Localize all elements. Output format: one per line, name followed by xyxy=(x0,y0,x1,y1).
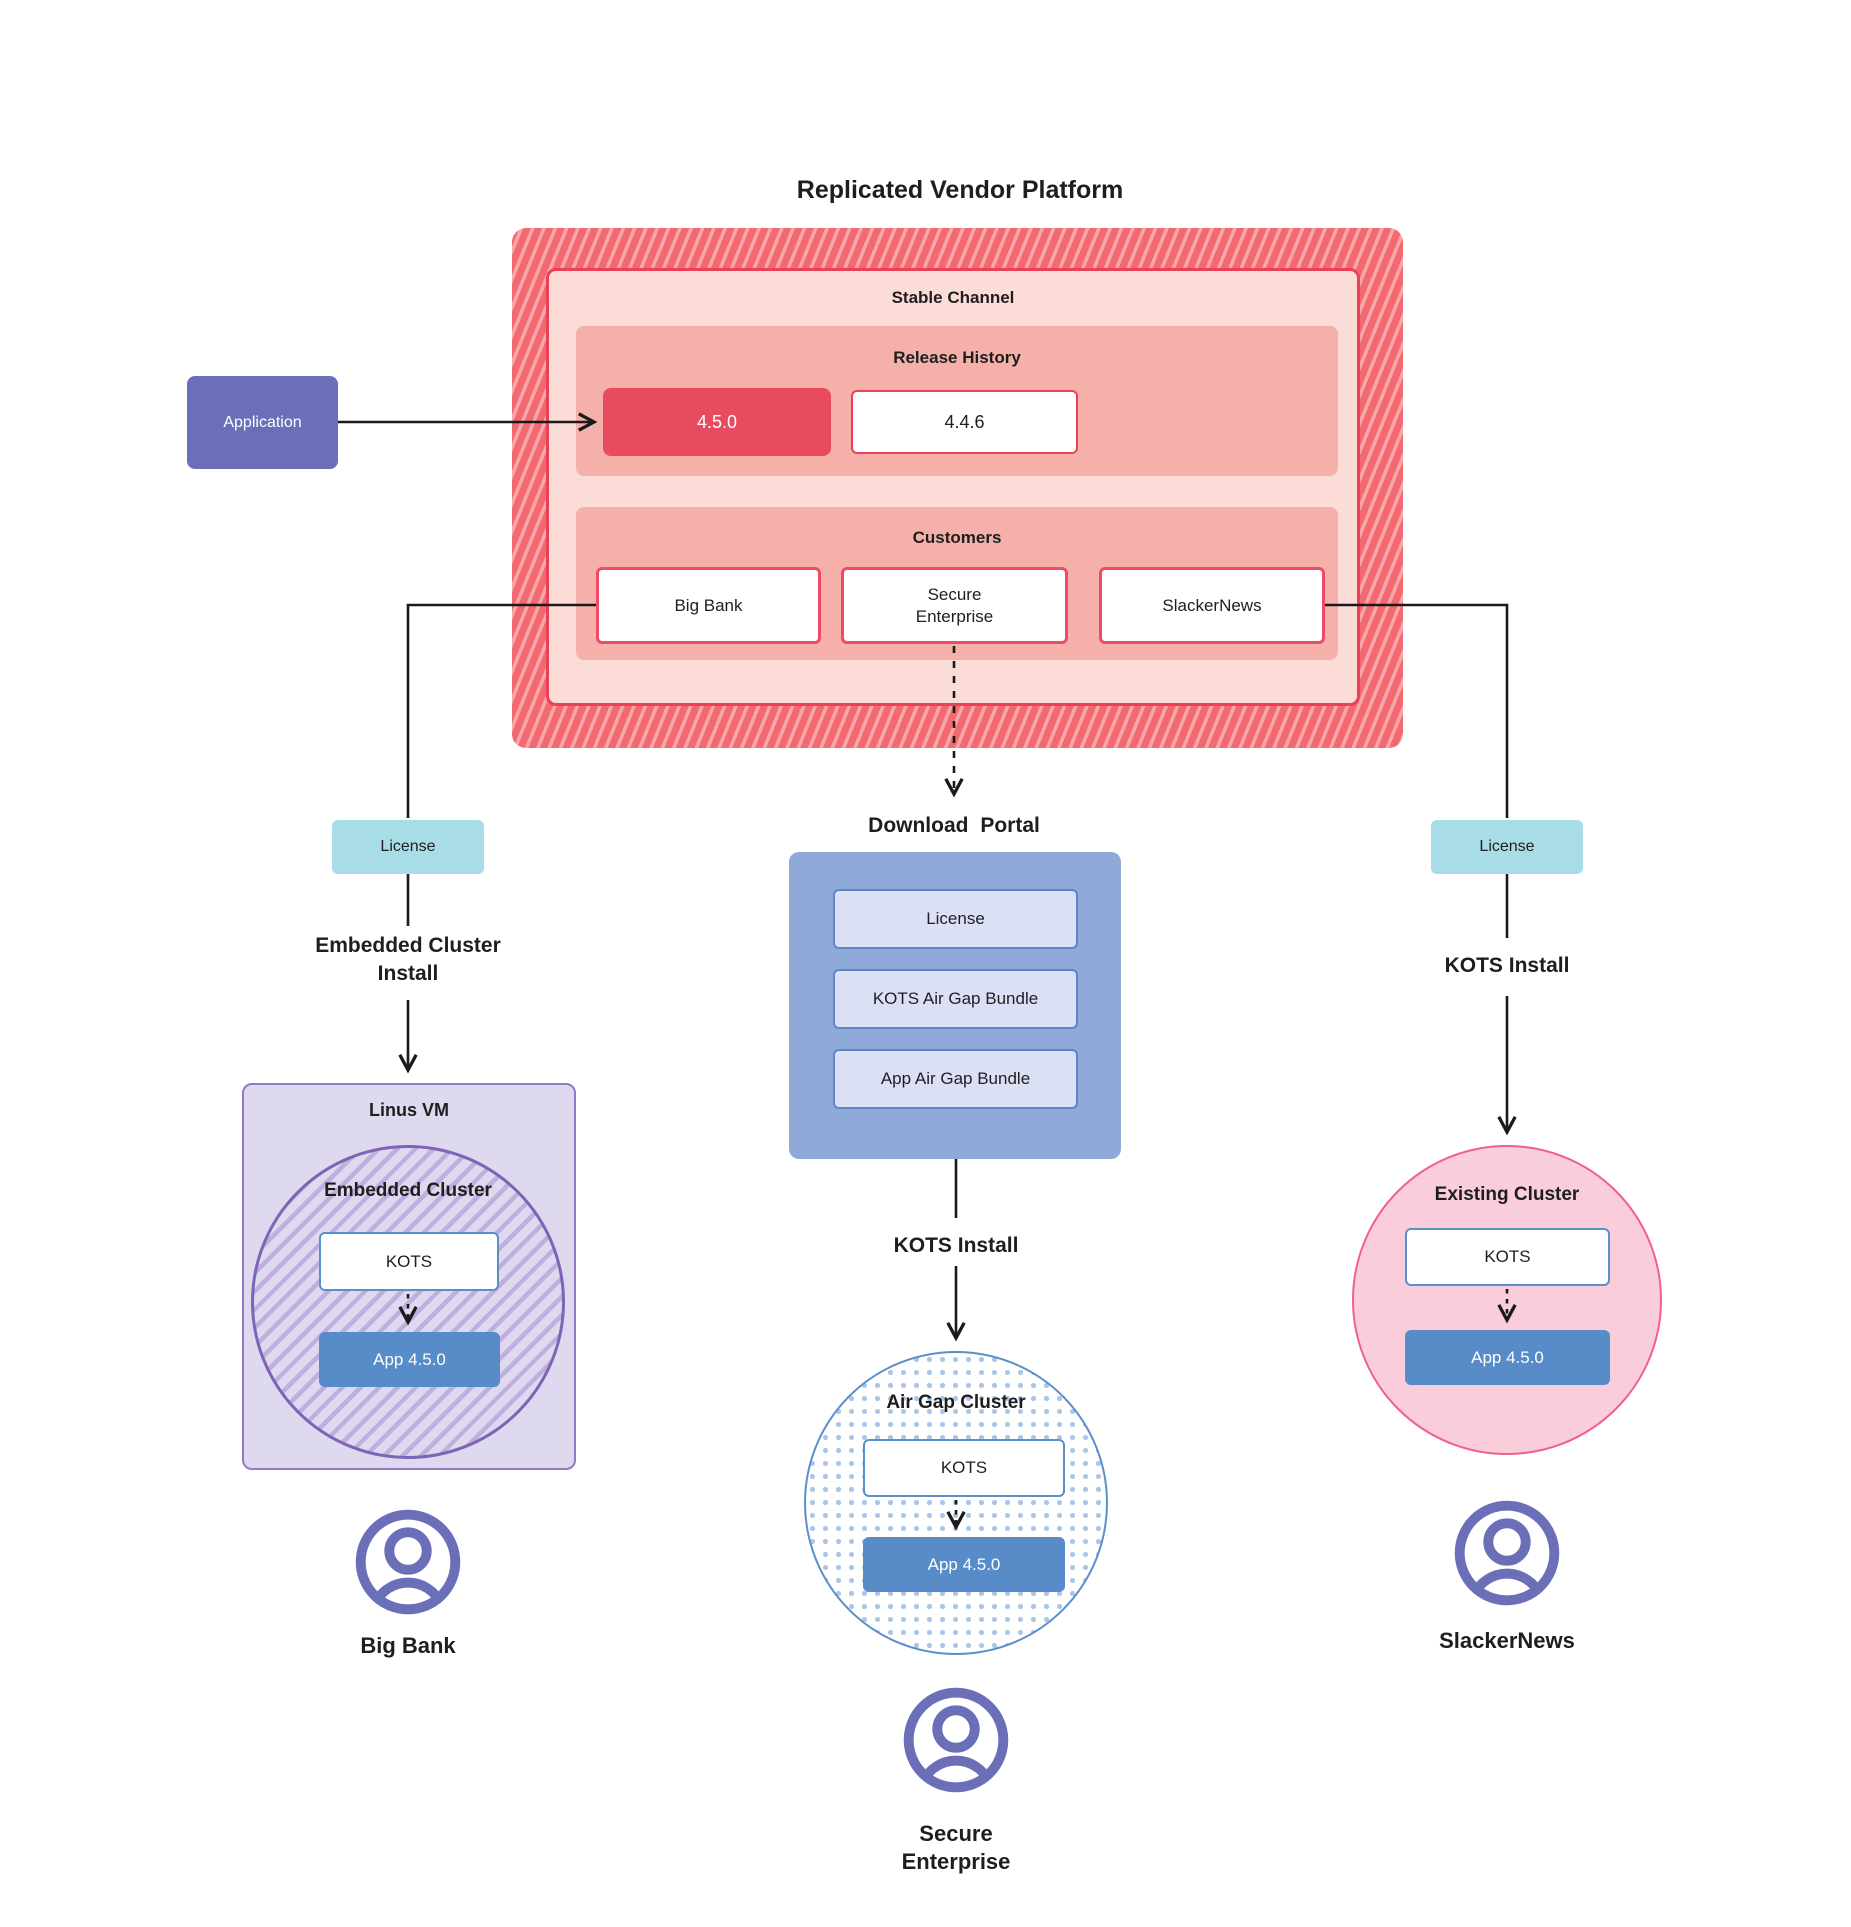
customer-secure-enterprise-label: Secure Enterprise xyxy=(915,584,994,626)
stable-channel-label: Stable Channel xyxy=(891,288,1015,307)
user-icon xyxy=(903,1687,1009,1793)
kots-box-embedded: KOTS xyxy=(319,1232,499,1291)
air-gap-cluster-label: Air Gap Cluster xyxy=(886,1392,1026,1413)
license-tag-slackernews: License xyxy=(1431,820,1583,874)
kots-box-airgap: KOTS xyxy=(863,1439,1065,1497)
user-label-slackernews: SlackerNews xyxy=(1439,1628,1575,1653)
customer-big-bank: Big Bank xyxy=(596,567,821,644)
license-tag-big-bank: License xyxy=(332,820,484,874)
release-history-label: Release History xyxy=(893,348,1021,367)
kots-install-label-right: KOTS Install xyxy=(1444,954,1570,977)
release-4-4-6: 4.4.6 xyxy=(851,390,1078,454)
release-4-5-0: 4.5.0 xyxy=(603,388,831,456)
customer-slackernews: SlackerNews xyxy=(1099,567,1325,644)
page-title: Replicated Vendor Platform xyxy=(796,176,1124,204)
portal-item-license: License xyxy=(833,889,1078,949)
portal-item-kots-bundle: KOTS Air Gap Bundle xyxy=(833,969,1078,1029)
kots-install-label-middle: KOTS Install xyxy=(893,1234,1019,1257)
user-label-big-bank: Big Bank xyxy=(360,1633,456,1658)
portal-item-app-bundle: App Air Gap Bundle xyxy=(833,1049,1078,1109)
embedded-cluster-circle xyxy=(251,1145,565,1459)
app-box-embedded: App 4.5.0 xyxy=(319,1332,500,1387)
customer-big-bank-label: Big Bank xyxy=(674,595,743,615)
existing-cluster-label: Existing Cluster xyxy=(1434,1184,1580,1205)
customer-secure-enterprise: Secure Enterprise xyxy=(841,567,1068,644)
user-label-secure-enterprise: Secure Enterprise xyxy=(901,1821,1011,1874)
kots-box-existing: KOTS xyxy=(1405,1228,1610,1286)
application-box: Application xyxy=(187,376,338,469)
user-icon xyxy=(355,1509,461,1615)
app-box-existing: App 4.5.0 xyxy=(1405,1330,1610,1385)
customer-slackernews-label: SlackerNews xyxy=(1162,595,1262,615)
download-portal-label: Download Portal xyxy=(868,814,1040,837)
customers-label: Customers xyxy=(912,528,1002,547)
app-box-airgap: App 4.5.0 xyxy=(863,1537,1065,1592)
embedded-cluster-install-label: Embedded Cluster Install xyxy=(315,934,501,985)
user-icon xyxy=(1454,1500,1560,1606)
embedded-cluster-label: Embedded Cluster xyxy=(324,1180,492,1201)
linus-vm-label: Linus VM xyxy=(369,1100,449,1120)
